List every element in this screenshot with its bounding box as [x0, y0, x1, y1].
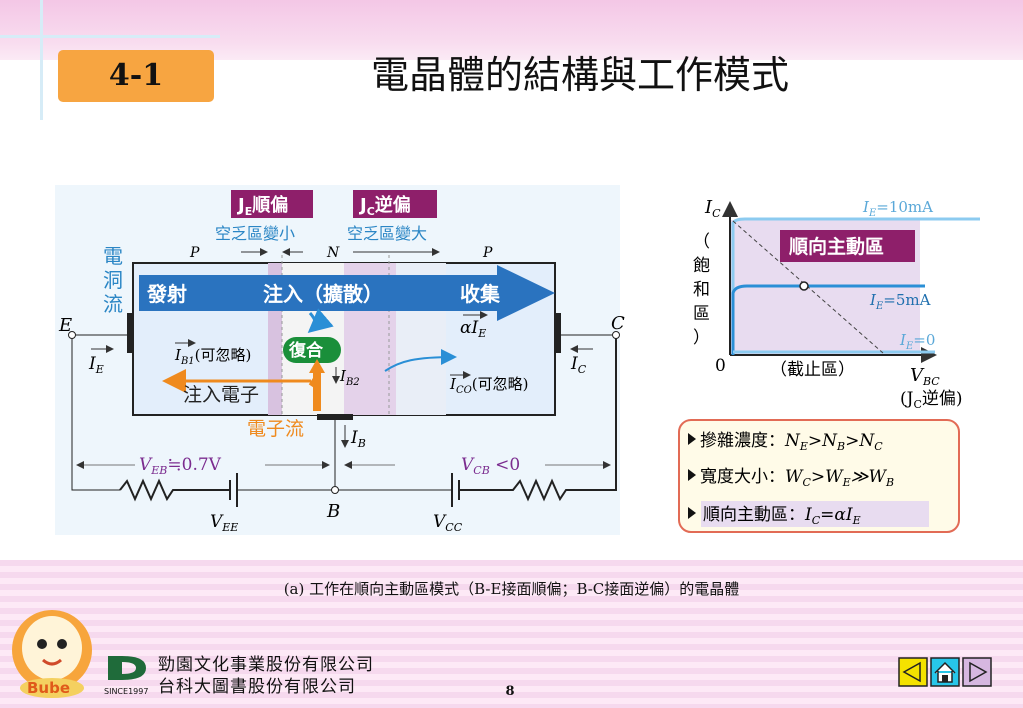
base-contact — [317, 414, 353, 420]
region-p2-label: P — [482, 245, 493, 261]
ie-label: IE — [88, 354, 104, 376]
transistor-diagram: JE順偏 JC逆偏 空乏區變小 空乏區變大 P N P 電 洞 流 發射 注入（… — [55, 185, 990, 535]
ic-vbc-characteristic-graph: IC VBC (JC逆偏) 0 （截止區） （ 飽 和 區 ） IE=10mA … — [685, 190, 990, 415]
mascot-text: Bube — [27, 679, 70, 697]
curve-label-10ma: IE=10mA — [862, 198, 933, 219]
recombine-badge — [283, 337, 341, 363]
triangle-bullet-icon — [688, 507, 696, 519]
recombine-label: 復合 — [288, 340, 324, 361]
note-doping: 摻雜濃度：NE>NB>NC — [700, 431, 883, 453]
curve-label-5ma: IE=5mA — [869, 291, 931, 312]
depletion-large-label: 空乏區變大 — [347, 224, 427, 243]
veb-label: VEB≒0.7V — [139, 455, 222, 477]
ib2-label: IB2 — [339, 367, 360, 388]
decor-horizontal-line — [0, 35, 220, 38]
saturation-char-1: （ — [693, 232, 710, 252]
graph-x-axis-label: VBC — [910, 365, 940, 388]
graph-y-axis-label: IC — [704, 197, 721, 220]
triangle-bullet-icon — [688, 433, 696, 445]
triangle-bullet-icon — [688, 469, 696, 481]
hole-flow-char-3: 流 — [103, 292, 123, 316]
note-width: 寬度大小：WC>WE≫WB — [700, 467, 894, 489]
region-p1-label: P — [189, 245, 200, 261]
collector-contact — [554, 313, 561, 353]
nav-buttons — [898, 657, 992, 687]
mascot-image: Bube — [12, 610, 92, 698]
saturation-char-2: 飽 — [693, 256, 710, 276]
note-active-region: 順向主動區：IC=αIE — [703, 505, 861, 527]
q-point — [799, 281, 809, 291]
section-badge: 4-1 — [58, 50, 214, 102]
next-triangle-icon — [969, 661, 988, 683]
footer-stripes — [0, 560, 1023, 708]
je-bias-box — [231, 190, 313, 218]
ico-label: ICO(可忽略) — [449, 375, 529, 396]
active-region-label: 順向主動區 — [789, 235, 884, 258]
jc-bias-label: JC逆偏 — [358, 194, 411, 218]
hole-flow-char-1: 電 — [103, 244, 123, 268]
company-logo: SINCE1997 — [104, 656, 148, 696]
graph-x-axis-note: (JC逆偏) — [900, 389, 963, 411]
since-label: SINCE1997 — [104, 687, 148, 696]
saturation-char-3: 和 — [693, 280, 710, 300]
curve-ie-5ma — [731, 284, 925, 355]
je-bias-label: JE順偏 — [236, 194, 288, 218]
prev-slide-button[interactable] — [898, 657, 928, 687]
base-node — [331, 486, 339, 494]
alpha-ie-label: αIE — [460, 318, 486, 340]
injected-electron-label: 注入電子 — [183, 384, 259, 406]
active-region-box — [780, 230, 915, 262]
region-n-label: N — [326, 245, 340, 261]
decor-vertical-line — [40, 0, 43, 120]
terminal-e-label: E — [58, 315, 72, 336]
cutoff-region-label: （截止區） — [770, 360, 855, 380]
home-button[interactable] — [930, 657, 960, 687]
electron-flow-label: 電子流 — [247, 418, 304, 440]
curve-ie-10ma — [731, 217, 980, 355]
emit-label: 發射 — [146, 282, 187, 306]
graph-origin: 0 — [715, 356, 726, 376]
figure-caption: (a) 工作在順向主動區模式（B-E接面順偏；B-C接面逆偏）的電晶體 — [283, 580, 740, 598]
saturation-char-4: 區 — [693, 304, 710, 324]
inject-label: 注入（擴散） — [263, 282, 383, 306]
vee-label: VEE — [210, 512, 238, 534]
ic-label: IC — [570, 354, 587, 376]
carrier-flow-arrow — [139, 265, 555, 321]
next-slide-button[interactable] — [962, 657, 992, 687]
ib1-label: IB1(可忽略) — [174, 346, 251, 367]
collect-label: 收集 — [460, 282, 501, 306]
prev-triangle-icon — [902, 661, 921, 683]
company-name-1: 勁園文化事業股份有限公司 — [158, 655, 374, 675]
depletion-small-label: 空乏區變小 — [215, 224, 295, 243]
curve-label-0: IE=0 — [899, 331, 935, 352]
company-names: 勁園文化事業股份有限公司 台科大圖書股份有限公司 — [158, 654, 374, 698]
saturation-char-5: ） — [693, 328, 710, 348]
vcc-label: VCC — [433, 512, 463, 534]
resistor-ee — [119, 478, 230, 502]
vcb-label: VCB <0 — [461, 455, 520, 477]
jc-bias-box — [353, 190, 437, 218]
resistor-cc — [459, 338, 617, 502]
page-number: 8 — [505, 684, 515, 699]
ib-label: IB — [350, 428, 366, 450]
company-name-2: 台科大圖書股份有限公司 — [158, 677, 356, 697]
terminal-b-label: B — [326, 501, 340, 522]
hole-flow-char-2: 洞 — [103, 268, 123, 292]
page-title: 電晶體的結構與工作模式 — [370, 53, 789, 97]
notes-box: 摻雜濃度：NE>NB>NC 寬度大小：WC>WE≫WB 順向主動區：IC=αIE — [678, 419, 960, 533]
terminal-c-label: C — [611, 313, 625, 334]
emitter-contact — [127, 313, 134, 353]
